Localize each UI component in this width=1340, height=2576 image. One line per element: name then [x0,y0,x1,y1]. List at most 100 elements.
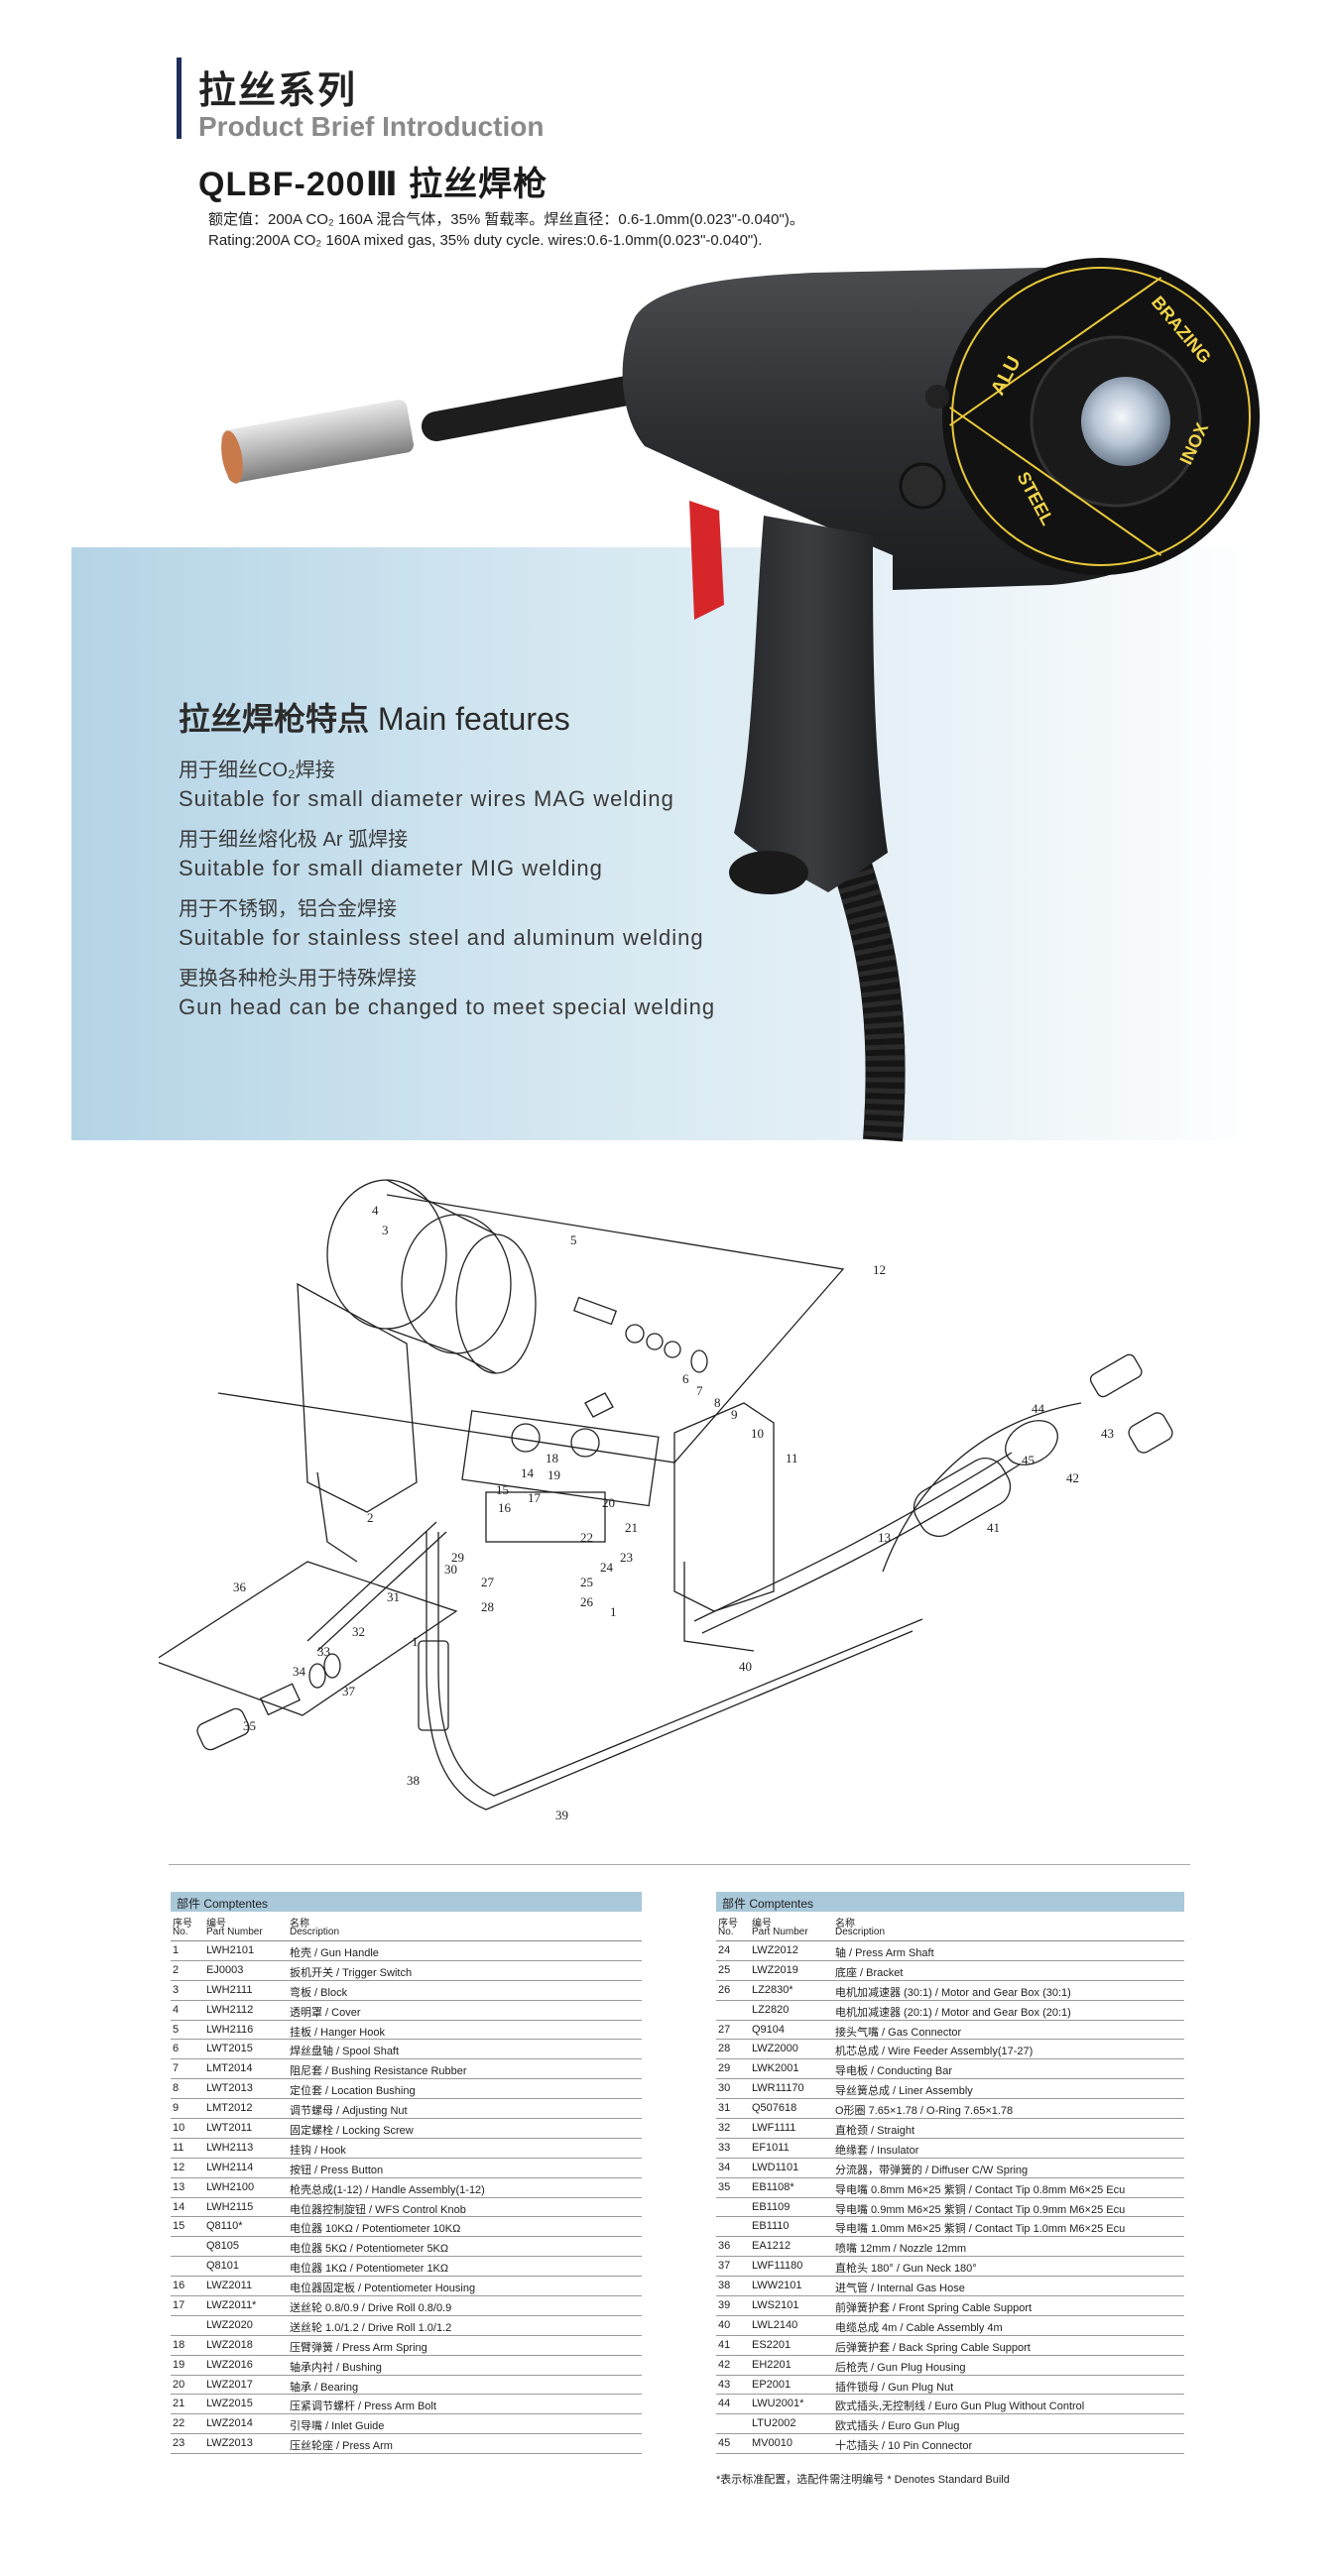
diagram-callout: 35 [243,1718,256,1733]
feature-cn: 用于细丝CO₂焊接 [179,760,335,781]
part-no: 18 [173,2338,185,2351]
part-number: LWZ2017 [206,2378,253,2391]
part-no: 7 [173,2062,180,2075]
feature-en: Gun head can be changed to meet special … [179,995,716,1019]
part-number: LWZ2019 [752,1963,798,1976]
part-no: 11 [173,2141,184,2154]
part-description: 调节螺母 / Adjusting Nut [290,2105,408,2118]
part-number: LWH2100 [206,2180,255,2193]
part-no: 24 [718,1944,731,1956]
label-inox: INOX [1175,419,1212,467]
part-description: 导电嘴 1.0mm M6×25 紫铜 / Contact Tip 1.0mm M… [835,2223,1126,2236]
col-pn-en: Part Number [752,1927,808,1937]
part-no: 32 [718,2122,731,2135]
part-no: 19 [173,2358,185,2371]
part-no: 38 [718,2280,731,2292]
diagram-callout: 43 [1101,1426,1114,1441]
part-no: 41 [718,2338,731,2351]
part-description: 焊丝盘轴 / Spool Shaft [290,2046,400,2058]
rating-en: Rating:200A CO₂ 160A mixed gas, 35% duty… [208,232,763,249]
part-description: 枪壳 / Gun Handle [290,1947,379,1959]
feature-en: Suitable for stainless steel and aluminu… [179,925,704,950]
part-no: 17 [173,2299,185,2312]
part-no: 2 [173,1963,180,1976]
part-number: LWH2101 [206,1944,255,1956]
part-description: 阻尼套 / Bushing Resistance Rubber [290,2065,467,2078]
gun-body [622,268,1222,590]
col-pn-cn: 编号 [752,1919,772,1930]
part-description: 喷嘴 12mm / Nozzle 12mm [835,2243,967,2256]
part-no: 30 [718,2082,731,2095]
part-description: 定位套 / Location Bushing [290,2085,416,2098]
table-header: 部件 Comptentes [716,1892,1184,1912]
diagram-callout: 30 [444,1562,457,1577]
diagram-callout: 33 [317,1644,330,1659]
part-no: 13 [173,2180,185,2193]
part-description: O形圈 7.65×1.78 / O-Ring 7.65×1.78 [835,2105,1014,2118]
part-description: 后弹簧护套 / Back Spring Cable Support [835,2341,1031,2354]
diagram-callout: 26 [580,1594,594,1609]
diagram-callout: 4 [372,1203,379,1218]
part-number: LZ2820 [752,2003,790,2016]
diagram-callout: 15 [496,1482,509,1497]
components-table-right: 部件 Comptentes 序号 No. 编号 Part Number 名称 D… [716,1892,1184,2455]
part-no: 39 [718,2299,731,2312]
part-number: Q9104 [752,2023,786,2036]
part-description: 挂板 / Hanger Hook [290,2026,385,2039]
part-description: 直枪颈 / Straight [835,2125,915,2138]
part-no: 27 [718,2023,731,2036]
table-column-headers: 序号 No. 编号 Part Number 名称 Description [716,1912,1184,1941]
part-number: LWZ2016 [206,2358,253,2371]
diagram-callout: 1 [412,1634,419,1649]
part-number: EB1108* [752,2180,794,2193]
diagram-callout: 19 [548,1467,560,1482]
part-number: LWH2114 [206,2161,254,2173]
part-no: 3 [173,1983,180,1996]
diagram-callout: 38 [407,1773,420,1788]
part-number: LWZ2011* [206,2299,257,2312]
part-number: LWF1111 [752,2122,796,2135]
part-number: LWH2111 [206,1983,253,1996]
part-no: 34 [718,2161,731,2173]
page-title-cn: 拉丝系列 [198,70,358,112]
part-description: 前弹簧护套 / Front Spring Cable Support [835,2302,1033,2315]
feature-item: 用于不锈钢，铝合金焊接 Suitable for stainless steel… [179,892,704,951]
footnote: *表示标准配置，选配件需注明编号 * Denotes Standard Buil… [716,2474,1010,2486]
diagram-callout: 32 [352,1624,365,1639]
part-number: LWT2011 [206,2122,253,2135]
part-description: 电位器控制旋钮 / WFS Control Knob [290,2203,466,2216]
diagram-callout: 12 [873,1262,886,1277]
part-number: LWH2112 [206,2003,254,2016]
part-no: 23 [173,2437,185,2450]
part-description: 电位器固定板 / Potentiometer Housing [290,2283,476,2295]
part-number: Q8110* [206,2220,243,2233]
label-brazing: BRAZING [1148,293,1215,368]
feature-band [71,547,1270,1140]
part-description: 送丝轮 1.0/1.2 / Drive Roll 1.0/1.2 [290,2321,452,2334]
part-description: 进气管 / Internal Gas Hose [835,2283,965,2295]
part-number: LWF11180 [752,2260,803,2273]
part-description: 透明罩 / Cover [290,2006,361,2019]
part-description: 轴 / Press Arm Shaft [835,1947,934,1959]
part-number: LWK2001 [752,2062,799,2075]
part-description: 按钮 / Press Button [290,2164,384,2176]
part-description: 导电嘴 0.9mm M6×25 紫铜 / Contact Tip 0.9mm M… [835,2203,1126,2216]
part-description: 电机加减速器 (30:1) / Motor and Gear Box (30:1… [835,1986,1071,1999]
part-number: LZ2830* [752,1983,793,1996]
features-title: 拉丝焊枪特点 Main features [179,694,570,740]
